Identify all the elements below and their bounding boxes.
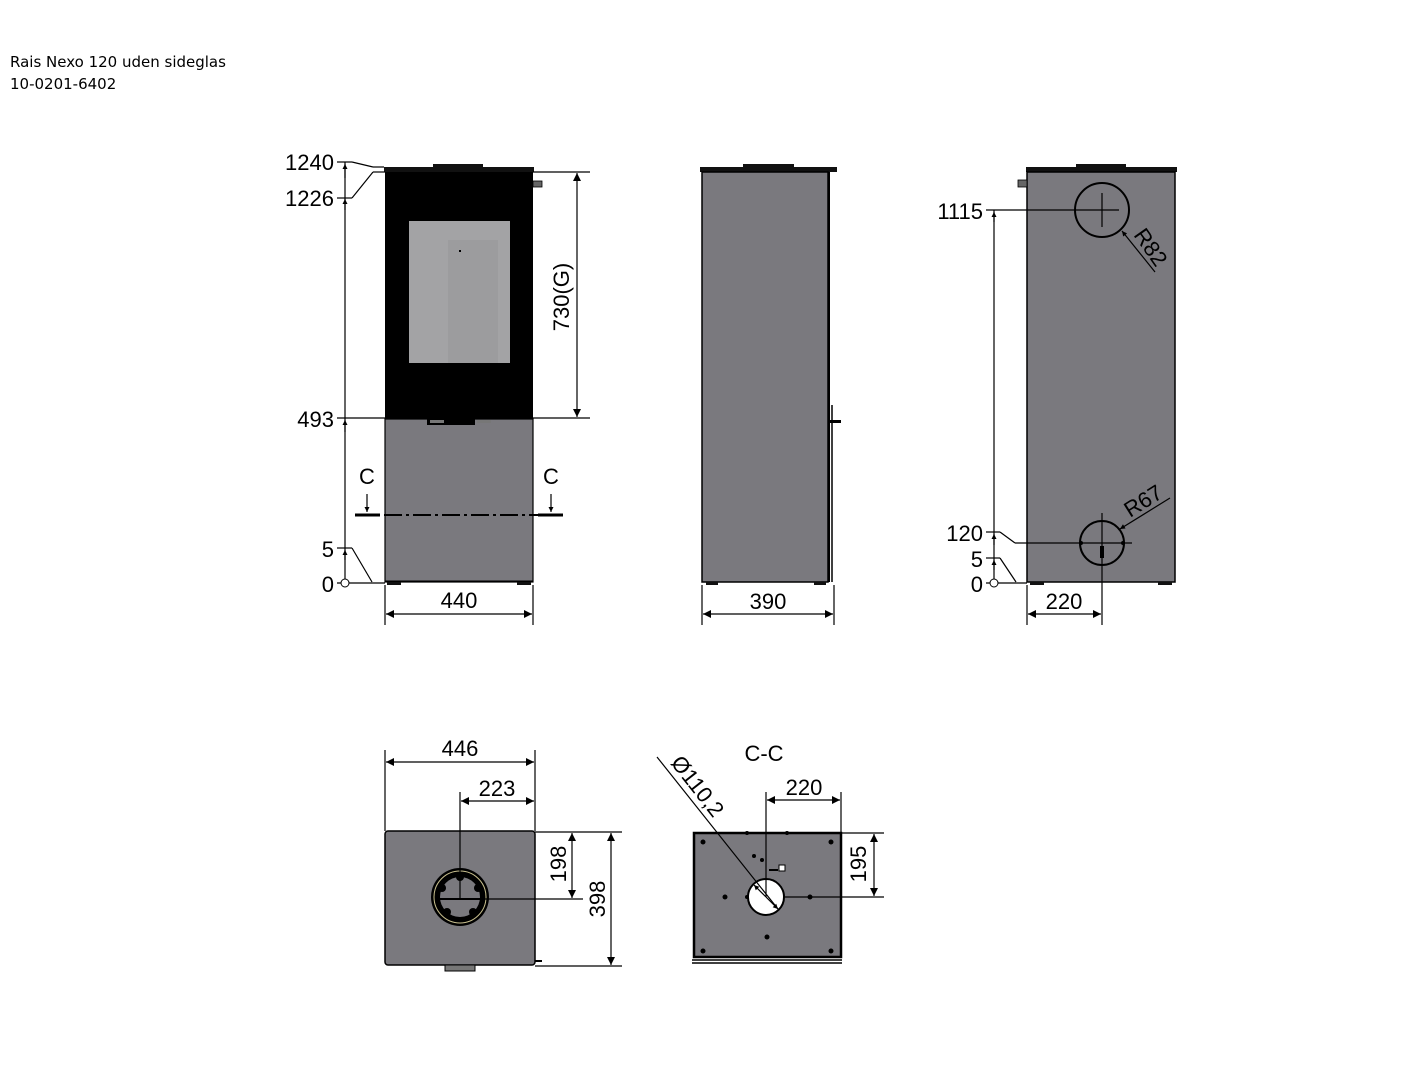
dim-section-220: 220 xyxy=(786,775,823,800)
dim-offset-220: 220 xyxy=(1046,589,1083,614)
dim-depth-198: 198 xyxy=(546,846,571,883)
dim-height-0: 0 xyxy=(322,572,334,597)
dim-depth-390: 390 xyxy=(750,589,787,614)
section-mark-left: C xyxy=(359,464,375,489)
dim-width-446: 446 xyxy=(442,736,479,761)
dim-height-5: 5 xyxy=(322,537,334,562)
side-view: 390 xyxy=(700,164,841,625)
dim-half-width-223: 223 xyxy=(479,776,516,801)
dim-height-0-rear: 0 xyxy=(971,572,983,597)
dim-width-440: 440 xyxy=(441,588,478,613)
item-number: 10-0201-6402 xyxy=(10,75,117,93)
title-block: Rais Nexo 120 uden sideglas 10-0201-6402 xyxy=(10,51,226,95)
product-title: Rais Nexo 120 uden sideglas xyxy=(10,53,226,71)
dim-height-5-rear: 5 xyxy=(971,547,983,572)
rear-view: R82 R67 1115 120 5 0 220 xyxy=(937,164,1177,625)
dim-height-1115: 1115 xyxy=(937,199,983,224)
lower-body xyxy=(384,418,534,583)
dim-height-1240: 1240 xyxy=(285,150,334,175)
section-label: C-C xyxy=(744,741,783,766)
dim-height-1226: 1226 xyxy=(285,186,334,211)
section-view-cc: Ø110,2 C-C 220 195 xyxy=(656,741,884,964)
top-view: 446 223 198 398 xyxy=(384,736,622,972)
section-mark-right: C xyxy=(543,464,559,489)
dim-height-120: 120 xyxy=(946,521,983,546)
front-view: C C 1240 1226 493 5 0 730(G) 4 xyxy=(285,150,590,625)
dim-section-195: 195 xyxy=(846,846,871,883)
dim-diameter: Ø110,2 xyxy=(666,751,729,822)
dim-depth-398: 398 xyxy=(585,881,610,918)
dim-glass-height: 730(G) xyxy=(549,263,574,331)
dim-height-493: 493 xyxy=(297,407,334,432)
